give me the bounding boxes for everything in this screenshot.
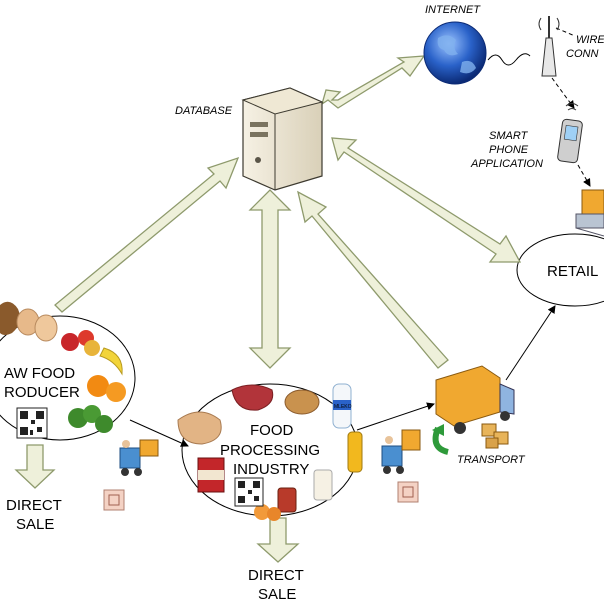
internet-label: INTERNET — [425, 4, 481, 16]
retail-store-icon — [575, 189, 604, 237]
arrow-transport-to-database — [297, 190, 449, 369]
transport-label: TRANSPORT — [457, 454, 526, 466]
arrow-direct-sale-2 — [256, 517, 300, 563]
wireless-label-2: CONN — [566, 48, 598, 60]
database-server-icon — [241, 87, 324, 191]
arrow-database-internet — [320, 55, 426, 109]
raw-producer-ellipse — [0, 315, 136, 441]
arrow-processing-to-transport — [356, 402, 435, 431]
arrow-database-retail — [331, 137, 522, 263]
retail-label: RETAIL — [547, 263, 598, 280]
arrow-antenna-to-wireless — [555, 27, 576, 37]
processing-label-2: PROCESSING — [220, 442, 320, 459]
wireless-antenna-icon — [538, 16, 560, 77]
database-label: DATABASE — [175, 105, 233, 117]
arrow-transport-to-retail — [505, 305, 556, 381]
wireless-squiggle — [487, 53, 531, 66]
direct-sale-2-label-2: SALE — [258, 586, 296, 603]
direct-sale-1-label-2: SALE — [16, 516, 54, 533]
arrow-database-processing — [248, 189, 292, 369]
forklift-icon — [119, 439, 159, 476]
rfid-tag-icon — [103, 489, 125, 511]
forklift-icon — [381, 429, 421, 474]
block-arrows — [14, 55, 522, 563]
food-processing-images — [177, 383, 363, 521]
thin-arrows — [129, 27, 591, 447]
rfid-tag-icon — [397, 481, 419, 503]
raw-food-producer-images — [0, 301, 126, 439]
retail-ellipse — [516, 233, 604, 307]
direct-sale-1-label-1: DIRECT — [6, 497, 62, 514]
smart-phone-icon — [557, 103, 583, 164]
arrow-producer-to-processing — [129, 419, 189, 447]
wireless-label-1: WIRE — [576, 34, 604, 46]
smart-phone-label-2: PHONE — [489, 144, 529, 156]
internet-globe-icon — [423, 21, 487, 85]
arrow-producer-to-database — [54, 156, 240, 313]
processing-label-1: FOOD — [250, 422, 293, 439]
arrow-phone-to-retail — [577, 164, 591, 187]
direct-sale-2-label-1: DIRECT — [248, 567, 304, 584]
arrow-wireless-to-phone — [551, 77, 575, 109]
arrow-direct-sale-1 — [14, 444, 56, 489]
processing-label-3: INDUSTRY — [233, 461, 309, 478]
producer-label-2: RODUCER — [4, 384, 80, 401]
milk-brand-label: MLEKO — [334, 404, 352, 410]
smart-phone-label-3: APPLICATION — [470, 158, 543, 170]
smart-phone-label-1: SMART — [489, 130, 529, 142]
transport-truck-icon — [432, 365, 515, 455]
producer-label-1: AW FOOD — [4, 365, 75, 382]
